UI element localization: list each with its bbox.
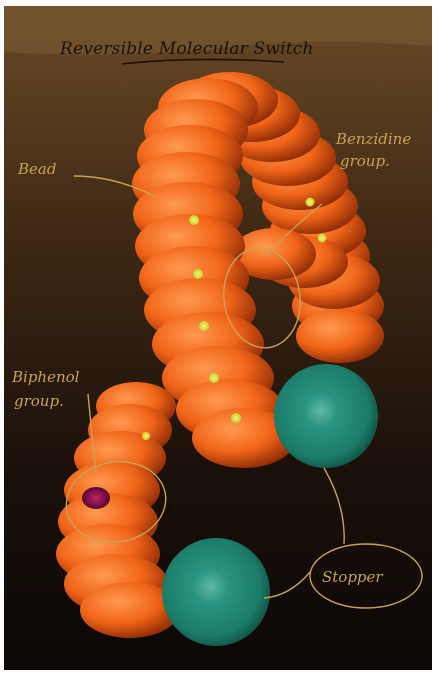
stopper-sphere-lower	[162, 538, 270, 646]
bead-dot	[231, 413, 241, 423]
biphenol-label-line1: Biphenol	[11, 368, 80, 386]
molecule-illustration: Reversible Molecular Switch	[4, 6, 432, 670]
benzidine-label-line1: Benzidine	[335, 130, 411, 148]
stopper-sphere-upper	[274, 364, 378, 468]
biphenol-bead	[82, 487, 110, 509]
bead-dot	[193, 269, 203, 279]
bead-dot	[306, 198, 315, 207]
bead-dot	[209, 373, 219, 383]
bead-dot	[142, 432, 150, 440]
bead-dot	[199, 321, 209, 331]
benzidine-label-line2: group.	[340, 152, 390, 170]
bead	[296, 309, 384, 363]
stopper-label: Stopper	[322, 568, 383, 586]
molecular-switch-figure: Reversible Molecular Switch	[4, 6, 432, 670]
bead-label: Bead	[17, 160, 56, 178]
bead-dot	[189, 215, 199, 225]
bead-dot	[318, 234, 327, 243]
figure-title: Reversible Molecular Switch	[59, 39, 314, 59]
biphenol-label-line2: group.	[14, 392, 64, 410]
